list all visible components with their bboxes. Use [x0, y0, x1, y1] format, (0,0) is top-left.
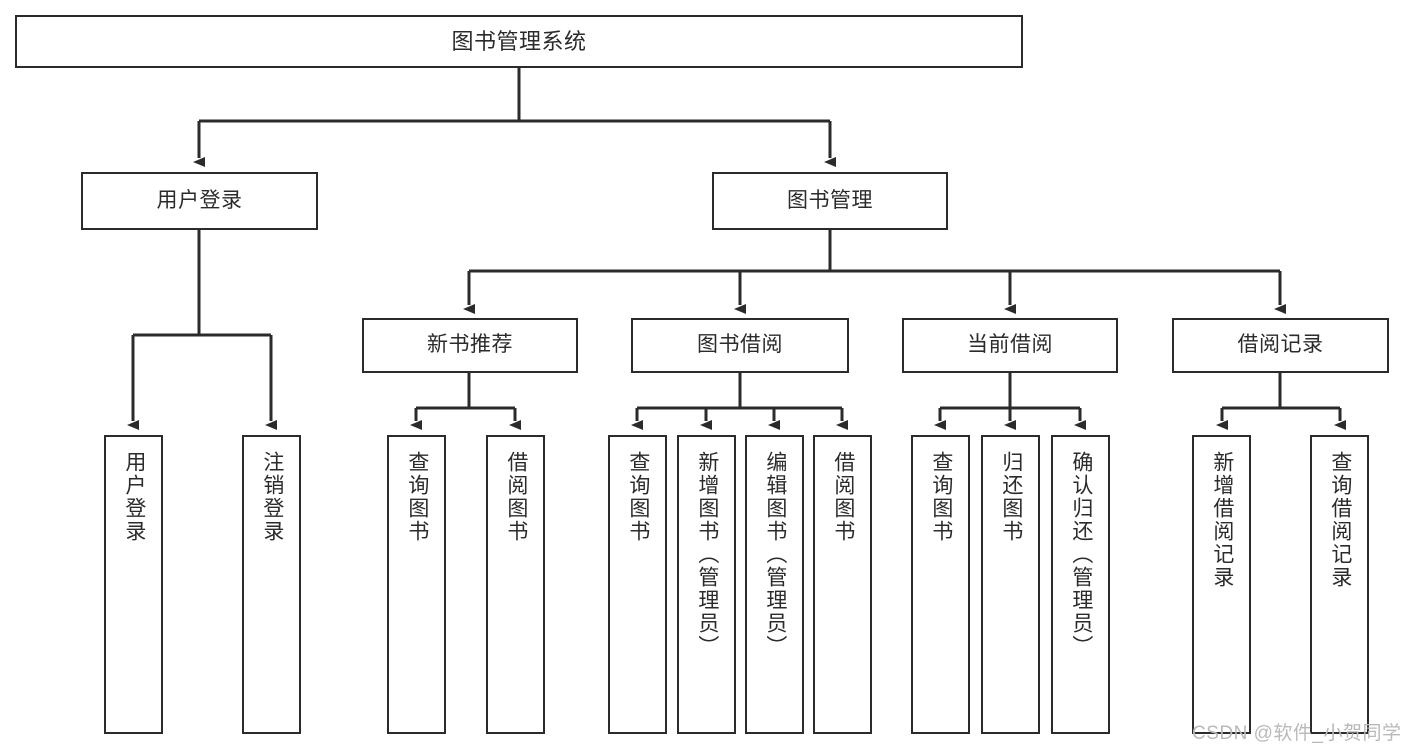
leaf-book-borrow-add-book-admin[interactable]: 新增图书（管理员） [677, 435, 736, 734]
node-book-management[interactable]: 图书管理 [712, 172, 948, 230]
node-label: 查询图书 [929, 451, 953, 543]
leaf-new-book-query-books[interactable]: 查询图书 [387, 435, 446, 734]
node-label: 新增借阅记录 [1210, 451, 1234, 589]
node-borrowing-record[interactable]: 借阅记录 [1172, 318, 1389, 373]
leaf-book-borrow-borrow-books[interactable]: 借阅图书 [813, 435, 872, 734]
leaf-book-borrow-query-books[interactable]: 查询图书 [608, 435, 667, 734]
node-label: 归还图书 [999, 451, 1023, 543]
leaf-user-login-login[interactable]: 用户登录 [104, 435, 163, 734]
node-label: 图书管理系统 [451, 28, 587, 54]
node-label: 确认归还（管理员） [1069, 451, 1093, 658]
node-label: 查询图书 [405, 451, 429, 543]
node-label: 用户登录 [122, 451, 146, 543]
leaf-record-query-borrow-record[interactable]: 查询借阅记录 [1310, 435, 1369, 734]
node-label: 新书推荐 [427, 333, 513, 357]
node-label: 注销登录 [260, 451, 284, 543]
leaf-user-login-logout[interactable]: 注销登录 [242, 435, 301, 734]
node-label: 新增图书（管理员） [695, 451, 719, 658]
watermark-text: CSDN @软件_小贺同学 [1192, 723, 1402, 744]
node-new-book-recommendation[interactable]: 新书推荐 [362, 318, 578, 373]
node-label: 用户登录 [156, 188, 243, 212]
node-user-login[interactable]: 用户登录 [81, 172, 318, 230]
node-label: 查询图书 [626, 451, 650, 543]
leaf-current-borrow-confirm-return-admin[interactable]: 确认归还（管理员） [1051, 435, 1110, 734]
node-label: 借阅图书 [831, 451, 855, 543]
node-current-borrowing[interactable]: 当前借阅 [902, 318, 1118, 373]
leaf-record-add-borrow-record[interactable]: 新增借阅记录 [1192, 435, 1251, 734]
leaf-book-borrow-edit-book-admin[interactable]: 编辑图书（管理员） [745, 435, 804, 734]
node-label: 借阅记录 [1237, 333, 1324, 357]
node-label: 当前借阅 [967, 333, 1053, 357]
node-label: 借阅图书 [504, 451, 528, 543]
leaf-new-book-borrow-books[interactable]: 借阅图书 [486, 435, 545, 734]
leaf-current-borrow-query-books[interactable]: 查询图书 [911, 435, 970, 734]
node-label: 查询借阅记录 [1328, 451, 1352, 589]
node-label: 图书管理 [787, 188, 873, 212]
node-label: 图书借阅 [697, 333, 783, 357]
node-label: 编辑图书（管理员） [763, 451, 787, 658]
node-book-borrowing[interactable]: 图书借阅 [631, 318, 849, 373]
leaf-current-borrow-return-books[interactable]: 归还图书 [981, 435, 1040, 734]
node-root-book-management-system[interactable]: 图书管理系统 [15, 15, 1023, 68]
